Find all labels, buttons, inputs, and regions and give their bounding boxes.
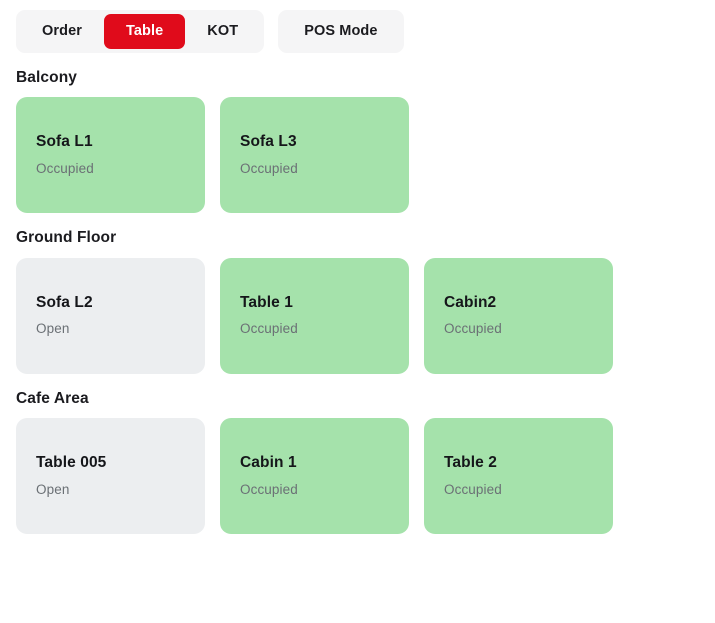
pos-mode-group: POS Mode bbox=[278, 10, 404, 53]
table-card-status: Open bbox=[36, 481, 70, 497]
table-card-name: Sofa L2 bbox=[36, 293, 93, 311]
table-card-status: Occupied bbox=[240, 321, 298, 337]
tab-table[interactable]: Table bbox=[104, 14, 186, 49]
table-card[interactable]: Cabin 1 Occupied bbox=[220, 418, 409, 535]
table-card[interactable]: Sofa L1 Occupied bbox=[16, 97, 205, 214]
section-title: Ground Floor bbox=[16, 229, 117, 247]
table-card-status: Occupied bbox=[240, 160, 298, 176]
section-title: Cafe Area bbox=[16, 389, 89, 407]
table-card[interactable]: Sofa L3 Occupied bbox=[220, 97, 409, 214]
table-card-name: Table 2 bbox=[444, 454, 497, 472]
table-card-status: Open bbox=[36, 321, 70, 337]
table-card-name: Sofa L1 bbox=[36, 133, 93, 151]
table-card-name: Cabin2 bbox=[444, 293, 497, 311]
table-card-name: Cabin 1 bbox=[240, 454, 297, 472]
table-card[interactable]: Table 1 Occupied bbox=[220, 257, 409, 374]
pos-mode-button[interactable]: POS Mode bbox=[282, 14, 399, 49]
table-card-row: Sofa L1 Occupied Sofa L3 Occupied bbox=[16, 97, 715, 214]
section-title: Balcony bbox=[16, 68, 77, 86]
table-card[interactable]: Table 2 Occupied bbox=[424, 418, 613, 535]
tab-order[interactable]: Order bbox=[20, 14, 104, 49]
table-card[interactable]: Sofa L2 Open bbox=[16, 257, 205, 374]
table-card-name: Table 1 bbox=[240, 293, 293, 311]
table-card-name: Sofa L3 bbox=[240, 133, 297, 151]
table-card-status: Occupied bbox=[444, 481, 502, 497]
tab-kot[interactable]: KOT bbox=[185, 14, 260, 49]
table-card-status: Occupied bbox=[240, 481, 298, 497]
table-card-name: Table 005 bbox=[36, 454, 107, 472]
table-card-status: Occupied bbox=[36, 160, 94, 176]
table-card-status: Occupied bbox=[444, 321, 502, 337]
